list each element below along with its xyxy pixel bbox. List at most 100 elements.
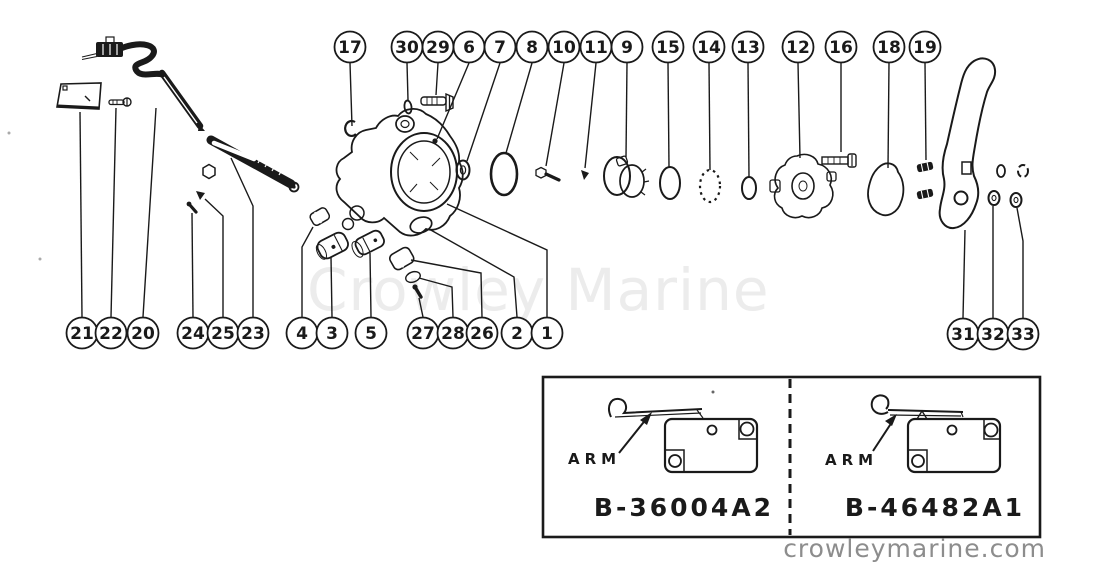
svg-text:18: 18 (877, 38, 901, 58)
inset-panel-right: ARM B-46482A1 (825, 394, 1025, 522)
screw-part-10 (535, 166, 561, 182)
knob-part-18 (867, 162, 905, 217)
leader-line-12 (797, 62, 801, 159)
leader-line-11 (584, 62, 597, 169)
svg-text:24: 24 (181, 324, 205, 344)
svg-text:10: 10 (552, 38, 576, 58)
leader-line-17 (349, 62, 353, 127)
leader-line-7 (466, 62, 501, 162)
leader-line-22 (110, 107, 117, 318)
leader-line-26 (410, 259, 483, 318)
callout-16: 16 (824, 30, 858, 64)
gasket-part-14 (698, 168, 722, 204)
pin-part-6 (432, 138, 438, 144)
callout-14: 14 (692, 30, 726, 64)
callout-13: 13 (731, 30, 765, 64)
svg-text:17: 17 (338, 38, 362, 58)
leader-line-1 (446, 203, 548, 317)
cam-part-12 (769, 153, 837, 219)
leader-line-13 (747, 62, 750, 178)
cable-clip-part (196, 191, 205, 200)
grommet-part-7 (455, 159, 471, 181)
callout-17: 17 (333, 30, 367, 64)
callout-6: 6 (452, 30, 486, 64)
svg-text:9: 9 (621, 38, 633, 58)
oring-part-13 (741, 176, 757, 200)
parts-artwork (56, 36, 1029, 299)
cylinder-part-3 (315, 231, 349, 260)
callout-31: 31 (946, 317, 980, 351)
arm-pointer-right (872, 414, 897, 452)
svg-text:19: 19 (913, 38, 937, 58)
svg-text:5: 5 (365, 324, 377, 344)
clip-part-11 (581, 170, 589, 180)
screw-part-29 (420, 92, 454, 113)
svg-text:31: 31 (951, 325, 975, 345)
leader-lines (79, 62, 1024, 319)
callout-9: 9 (610, 30, 644, 64)
leader-line-27 (418, 297, 424, 318)
arm-label-left: ARM (568, 450, 621, 468)
cable-assembly-part (206, 135, 300, 193)
callout-18: 18 (872, 30, 906, 64)
callout-8: 8 (515, 30, 549, 64)
svg-text:13: 13 (736, 38, 760, 58)
callout-24: 24 (176, 316, 210, 350)
leader-line-5 (369, 252, 372, 318)
leader-line-15 (667, 62, 670, 168)
leader-line-28 (418, 277, 454, 318)
site-watermark-text: crowleymarine.com (783, 534, 1046, 563)
part-number-right: B-46482A1 (845, 493, 1025, 522)
bolt-part-16 (821, 153, 857, 168)
callout-2: 2 (500, 316, 534, 350)
callout-3: 3 (315, 316, 349, 350)
leader-line-20 (142, 107, 157, 318)
oval-part-28 (405, 270, 421, 284)
leader-line-31 (962, 229, 966, 319)
rotor-part-9 (603, 155, 650, 198)
svg-text:23: 23 (241, 324, 265, 344)
callout-5: 5 (354, 316, 388, 350)
callout-32: 32 (976, 317, 1010, 351)
small-screw-part (186, 201, 198, 214)
svg-text:16: 16 (829, 38, 853, 58)
callout-28: 28 (436, 316, 470, 350)
svg-text:2: 2 (511, 324, 523, 344)
svg-text:15: 15 (656, 38, 680, 58)
callout-30: 30 (390, 30, 424, 64)
svg-text:30: 30 (395, 38, 419, 58)
switch-arm-drawing-left (608, 397, 759, 474)
svg-text:11: 11 (584, 38, 608, 58)
inset-box: ARM B-36004A2 ARM B-4 (541, 375, 1042, 539)
callout-33: 33 (1006, 317, 1040, 351)
callout-1: 1 (530, 316, 564, 350)
leader-line-9 (625, 62, 628, 158)
svg-text:29: 29 (426, 38, 450, 58)
callout-22: 22 (94, 316, 128, 350)
bracket-screw-part (108, 97, 132, 107)
leader-line-29 (435, 62, 439, 96)
oring-part-15 (659, 166, 681, 200)
svg-text:3: 3 (326, 324, 338, 344)
bracket-part (56, 82, 102, 110)
leader-line-10 (545, 62, 565, 167)
block-part-26 (389, 246, 415, 271)
switch-arm-drawing-right (870, 394, 1002, 474)
arm-pointer-left (618, 412, 652, 454)
scan-specks (7, 131, 715, 394)
callout-15: 15 (651, 30, 685, 64)
part-number-left: B-36004A2 (594, 493, 774, 522)
svg-text:20: 20 (131, 324, 155, 344)
inset-panel-left: ARM B-36004A2 (568, 397, 774, 522)
svg-text:8: 8 (526, 38, 538, 58)
oring-part-8 (489, 151, 519, 197)
callout-29: 29 (421, 30, 455, 64)
svg-text:33: 33 (1011, 325, 1035, 345)
pin-parts-19 (916, 161, 934, 200)
callout-7: 7 (483, 30, 517, 64)
lever-part-31 (938, 57, 997, 230)
leader-line-25 (204, 198, 224, 317)
svg-text:4: 4 (296, 324, 308, 344)
svg-text:6: 6 (463, 38, 475, 58)
